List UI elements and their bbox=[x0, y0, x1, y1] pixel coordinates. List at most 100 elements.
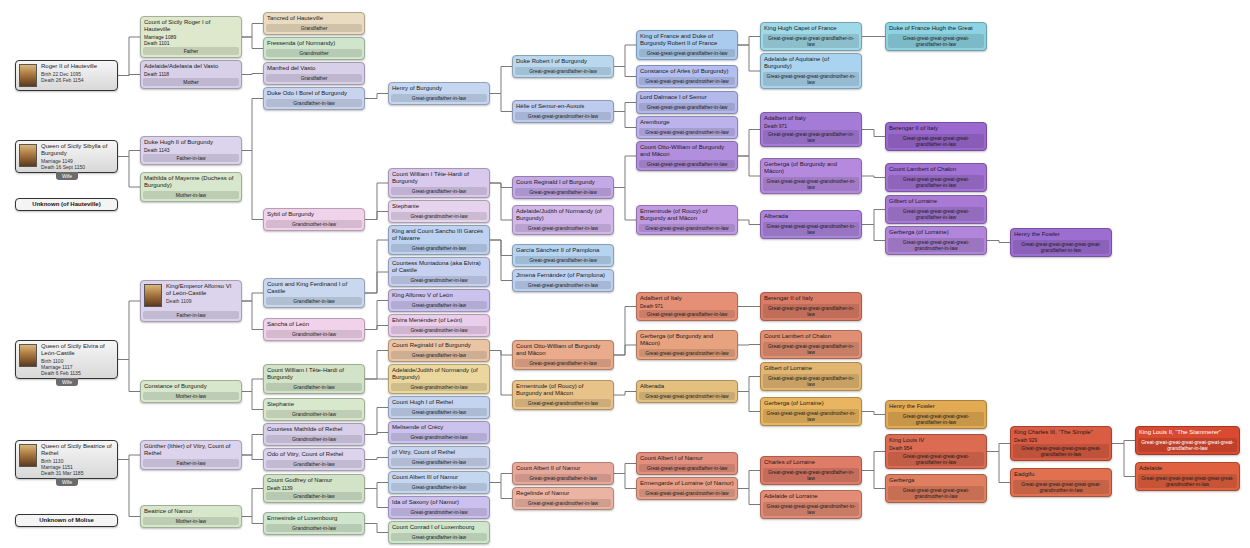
lineage-connector bbox=[738, 220, 760, 225]
person-details: Roger II of HautevilleBirth 22 Dec 1095D… bbox=[38, 61, 117, 85]
person-name: Sybil of Burgundy bbox=[264, 209, 364, 219]
lineage-connector bbox=[490, 67, 512, 94]
relationship-label: Great-great-great-grandfather-in-law bbox=[639, 310, 735, 318]
person-name: Charles of Lorraine bbox=[761, 457, 861, 467]
lineage-connector bbox=[738, 392, 760, 412]
person-name: Eadgifu bbox=[1011, 469, 1111, 479]
person-name: King Hugh Capet of France bbox=[761, 23, 861, 33]
person-name: Count Godfrey of Namur bbox=[264, 475, 364, 485]
person-name: Melisende of Crécy bbox=[389, 422, 489, 432]
relationship-label: Great-grandfather-in-law bbox=[391, 244, 487, 252]
relationship-label: Great-grandmother-in-law bbox=[391, 326, 487, 334]
ancestor-box: Tancred of HautevilleGrandfather bbox=[263, 12, 365, 35]
ancestor-box: Gerberga (of Lorraine)Great-great-great-… bbox=[885, 226, 987, 255]
lineage-connector bbox=[738, 130, 760, 157]
lineage-connector bbox=[242, 455, 263, 460]
lineage-connector bbox=[862, 176, 885, 178]
person-name: Count and King Ferdinand I of Castile bbox=[264, 279, 364, 296]
relationship-label: Great-great-grandmother-in-law bbox=[515, 281, 611, 289]
ancestor-box: Sancha of LeónGrandmother-in-law bbox=[263, 318, 365, 341]
ancestor-box: Mathilda of Mayenne (Duchess of Burgundy… bbox=[140, 172, 242, 202]
lineage-connector bbox=[242, 489, 263, 517]
lineage-connector bbox=[365, 483, 388, 489]
person-name: Constance of Burgundy bbox=[141, 381, 241, 391]
person-name: King Louis IV bbox=[886, 435, 986, 445]
ancestor-box: Gerberga (of Burgundy and Mâcon)Great-gr… bbox=[636, 330, 738, 360]
relationship-label: Great-great-great-great-great-grandfathe… bbox=[888, 175, 984, 189]
relationship-label: Great-great-great-great-great-grandmothe… bbox=[888, 486, 984, 500]
lineage-connector bbox=[862, 210, 885, 225]
person-name: Gerberga (of Burgundy and Mâcon) bbox=[761, 159, 861, 176]
ancestor-box: GerbergaGreat-great-great-great-great-gr… bbox=[885, 474, 987, 503]
person-name: Count Lambert of Chalon bbox=[886, 164, 986, 174]
person-name: Fressenda (of Normandy) bbox=[264, 38, 364, 48]
lineage-connector bbox=[738, 344, 760, 346]
relationship-label: Grandfather bbox=[266, 74, 362, 82]
person-name: Tancred of Hauteville bbox=[264, 13, 364, 23]
relationship-label: Great-great-great-great-great-great-gran… bbox=[1013, 480, 1109, 494]
ancestor-box: Berengar II of ItalyGreat-great-great-gr… bbox=[760, 292, 862, 321]
lineage-connector bbox=[365, 183, 388, 220]
relationship-label: Great-grandfather-in-law bbox=[391, 94, 487, 102]
lineage-connector bbox=[738, 45, 760, 71]
relationship-label: Great-great-great-great-grandfather-in-l… bbox=[763, 342, 859, 356]
lineage-connector bbox=[987, 444, 1010, 452]
ancestor-box: Adelaide/Judith of Normandy (of Burgundy… bbox=[512, 205, 614, 235]
person-name: Count Conrad I of Luxembourg bbox=[389, 522, 489, 532]
relationship-label: Great-great-great-grandmother-in-law bbox=[639, 489, 735, 497]
life-date: Death 31 Mar 1185 bbox=[38, 470, 117, 476]
lineage-connector bbox=[614, 307, 636, 356]
ancestor-box: EadgifuGreat-great-great-great-great-gre… bbox=[1010, 468, 1112, 497]
lineage-connector bbox=[365, 301, 388, 330]
ancestor-box: Manfred del VastoGrandfather bbox=[263, 62, 365, 85]
relationship-label: Great-great-great-great-great-grandfathe… bbox=[888, 207, 984, 221]
person-name: Henry of Burgundy bbox=[389, 83, 489, 93]
relationship-label: Great-great-great-great-grandmother-in-l… bbox=[763, 177, 859, 191]
relationship-label: Great-great-great-great-grandmother-in-l… bbox=[763, 409, 859, 423]
ancestor-box: Ermentrude (of Roucy) of Burgundy and Mâ… bbox=[636, 205, 738, 235]
person-row: Queen of Sicily Elvira of León-CastileBi… bbox=[16, 341, 117, 378]
lineage-connector bbox=[365, 408, 388, 435]
person-name: Stephanie bbox=[389, 201, 489, 211]
person-name: Unknown (of Hauteville) bbox=[16, 199, 117, 210]
relationship-label: Great-grandmother-in-law bbox=[391, 433, 487, 441]
ancestor-box: Adelaide/Adelasia del VastoDeath 1118Mot… bbox=[140, 60, 242, 89]
ancestor-box: Adelaide of Aquitaine (of Burgundy)Great… bbox=[760, 53, 862, 89]
lineage-connector bbox=[242, 435, 263, 456]
ancestor-box: King Louis IVDeath 954Great-great-great-… bbox=[885, 434, 987, 469]
ancestor-box: Count Reginald I of BurgundyGreat-grandf… bbox=[388, 339, 490, 362]
person-name: Count Reginald I of Burgundy bbox=[389, 340, 489, 350]
ancestor-box: Regelinde of NamurGreat-great-grandmothe… bbox=[512, 487, 614, 510]
relationship-label: Mother-in-law bbox=[143, 191, 239, 199]
life-date: Marriage 1149 bbox=[38, 158, 117, 164]
ancestor-box: Duke Odo I Borel of BurgundyGrandfather-… bbox=[263, 87, 365, 110]
ancestor-box: Charles of LorraineGreat-great-great-gre… bbox=[760, 456, 862, 485]
relationship-label: Great-great-great-great-grandfather-in-l… bbox=[763, 374, 859, 388]
ancestor-box: Duke Robert I of BurgundyGreat-great-gra… bbox=[512, 55, 614, 78]
lineage-connector bbox=[738, 37, 760, 46]
lineage-connector bbox=[987, 241, 1010, 243]
lineage-connector bbox=[242, 293, 263, 301]
lineage-connector bbox=[365, 212, 388, 220]
ancestor-box: Ermentrude (of Roucy) of Burgundy and Mâ… bbox=[512, 380, 614, 410]
relationship-label: Great-great-great-grandmother-in-law bbox=[639, 128, 735, 136]
relationship-label: Great-great-great-grandmother-in-law bbox=[639, 392, 735, 400]
relationship-label: Great-great-grandfather-in-law bbox=[515, 474, 611, 482]
relationship-label: Great-great-great-great-grandfather-in-l… bbox=[763, 130, 859, 144]
ancestor-box: AlberadaGreat-great-great-great-grandmot… bbox=[760, 210, 862, 239]
relationship-label: Great-great-great-great-great-grandfathe… bbox=[888, 452, 984, 466]
relationship-label: Great-great-great-great-grandmother-in-l… bbox=[763, 502, 859, 516]
ancestor-box: AremburgeGreat-great-great-grandmother-i… bbox=[636, 116, 738, 139]
ancestor-box: Ermengarde of Lorraine (of Namur)Great-g… bbox=[636, 477, 738, 500]
lineage-connector bbox=[365, 351, 388, 380]
lineage-connector bbox=[365, 272, 388, 293]
person-name: Ermentrude (of Roucy) of Burgundy and Mâ… bbox=[513, 381, 613, 398]
life-date: Death 1101 bbox=[141, 40, 241, 46]
ancestor-box: AlberadaGreat-great-great-grandmother-in… bbox=[636, 380, 738, 403]
relationship-label: Great-great-grandfather-in-law bbox=[515, 67, 611, 75]
ancestor-box: King Louis II, “The Stammerer”Great-grea… bbox=[1135, 426, 1240, 455]
life-date: Death 6 Feb 1135 bbox=[38, 370, 117, 376]
portrait bbox=[19, 444, 37, 467]
relationship-label: Great-great-great-great-great-great-grea… bbox=[1138, 438, 1237, 452]
person-name: Adalbert of Italy bbox=[761, 113, 861, 123]
